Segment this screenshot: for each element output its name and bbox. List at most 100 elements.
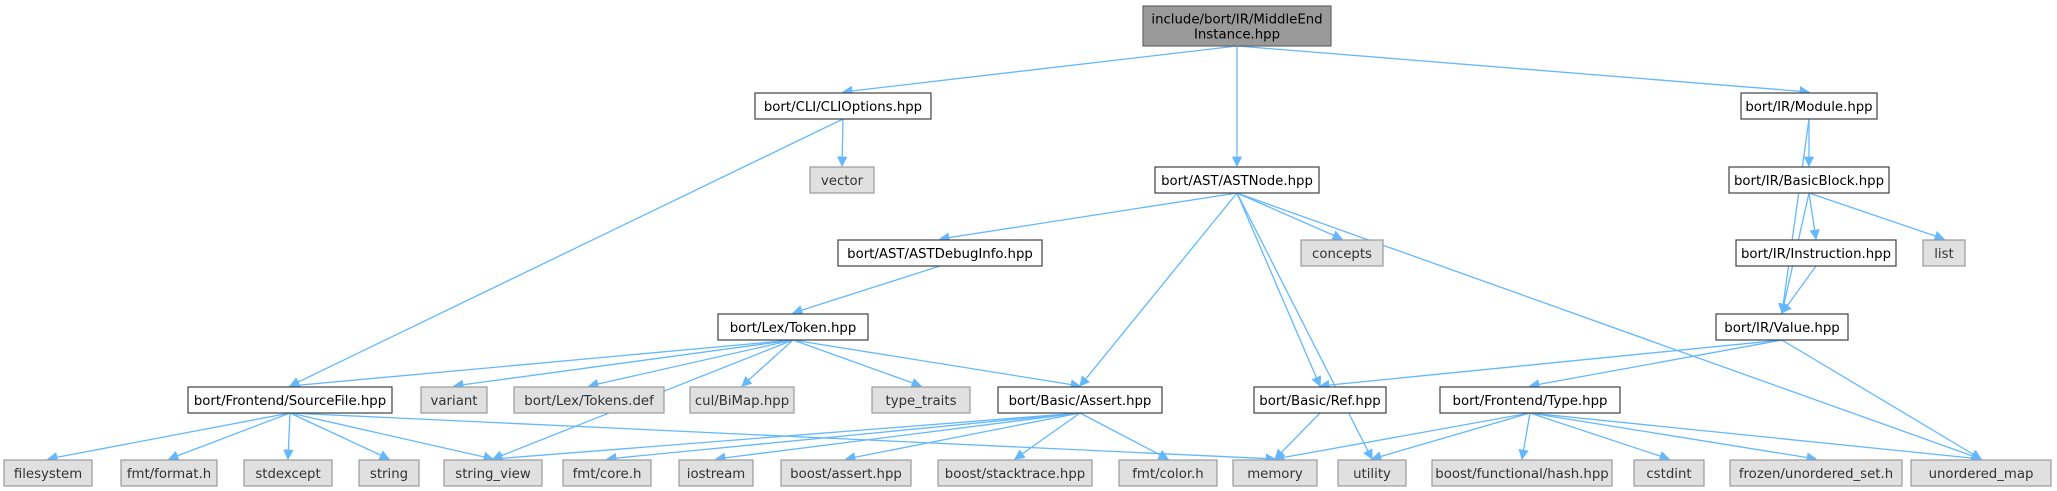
edge-token-to-typetraits <box>792 339 922 388</box>
node-label-root: Instance.hpp <box>1194 28 1280 43</box>
node-label-iostream: iostream <box>687 467 745 482</box>
node-box-root <box>1142 5 1332 47</box>
edge-astnode-to-assert <box>1079 192 1238 387</box>
edge-value-to-unorderedmap <box>1781 339 1982 460</box>
node-box-utility <box>1337 459 1407 487</box>
edge-astnode-to-concepts <box>1236 192 1343 241</box>
node-label-concepts: concepts <box>1312 247 1372 262</box>
node-box-variant <box>420 386 488 414</box>
node-astnode[interactable]: bort/AST/ASTNode.hpp <box>1154 166 1320 194</box>
node-box-vector <box>809 166 875 194</box>
node-ref[interactable]: bort/Basic/Ref.hpp <box>1253 386 1387 414</box>
node-label-basicblock: bort/IR/BasicBlock.hpp <box>1734 174 1884 189</box>
node-instruction[interactable]: bort/IR/Instruction.hpp <box>1735 239 1897 267</box>
edge-instruction-to-value <box>1781 265 1817 314</box>
node-token[interactable]: bort/Lex/Token.hpp <box>717 313 869 341</box>
node-label-typetraits: type_traits <box>885 394 956 409</box>
node-label-boostassert: boost/assert.hpp <box>790 467 902 482</box>
node-box-fmtformat <box>120 459 218 487</box>
edge-token-to-assert <box>792 339 1082 390</box>
edge-clioptions-to-vector <box>837 118 848 168</box>
node-box-instruction <box>1735 239 1897 267</box>
edge-astdebuginfo-to-token <box>792 265 941 316</box>
edge-sourcefile-to-fmtformat <box>168 412 291 461</box>
edge-type-to-unorderedmap <box>1529 412 1983 464</box>
node-label-filesystem: filesystem <box>14 467 82 482</box>
edge-token-to-variant <box>452 339 794 390</box>
edge-ref-to-memory <box>1274 412 1321 460</box>
node-label-unorderedmap: unordered_map <box>1929 467 2034 482</box>
node-label-frozenset: frozen/unordered_set.h <box>1739 467 1893 482</box>
edge-type-to-cstdint <box>1529 412 1670 461</box>
edge-assert-to-stringview <box>491 412 1081 464</box>
node-label-assert: bort/Basic/Assert.hpp <box>1009 394 1152 409</box>
node-astdebuginfo[interactable]: bort/AST/ASTDebugInfo.hpp <box>837 239 1043 267</box>
edge-module-to-value <box>1778 118 1810 315</box>
node-box-astnode <box>1154 166 1320 194</box>
node-box-astdebuginfo <box>837 239 1043 267</box>
node-box-filesystem <box>3 459 93 487</box>
node-label-value: bort/IR/Value.hpp <box>1724 321 1839 336</box>
edge-value-to-ref <box>1318 339 1783 391</box>
node-label-stringview: string_view <box>455 467 531 482</box>
node-booststacktrace: boost/stacktrace.hpp <box>937 459 1093 487</box>
node-module[interactable]: bort/IR/Module.hpp <box>1740 92 1878 120</box>
node-value[interactable]: bort/IR/Value.hpp <box>1715 313 1849 341</box>
node-label-list: list <box>1934 247 1954 262</box>
node-label-string: string <box>370 467 408 482</box>
node-string: string <box>358 459 420 487</box>
node-box-stringview <box>443 459 543 487</box>
node-label-token: bort/Lex/Token.hpp <box>730 321 857 336</box>
edge-astnode-to-ref <box>1236 192 1322 387</box>
node-boosthash: boost/functional/hash.hpp <box>1431 459 1613 487</box>
node-box-cstdint <box>1633 459 1705 487</box>
node-box-tokensdef <box>513 386 665 414</box>
node-cstdint: cstdint <box>1633 459 1705 487</box>
node-memory: memory <box>1232 459 1318 487</box>
edge-basicblock-to-instruction <box>1808 192 1820 241</box>
node-fmtcore: fmt/core.h <box>562 459 652 487</box>
edge-token-to-sourcefile <box>288 339 794 391</box>
edge-root-to-clioptions <box>841 45 1238 97</box>
node-box-iostream <box>678 459 754 487</box>
node-frozenset: frozen/unordered_set.h <box>1729 459 1903 487</box>
node-box-fmtcolor <box>1118 459 1218 487</box>
node-iostream: iostream <box>678 459 754 487</box>
node-box-memory <box>1232 459 1318 487</box>
node-clioptions[interactable]: bort/CLI/CLIOptions.hpp <box>754 92 932 120</box>
node-label-bimap: cul/BiMap.hpp <box>695 394 789 409</box>
edge-token-to-bimap <box>741 339 794 387</box>
node-typetraits: type_traits <box>871 386 971 414</box>
node-box-stdexcept <box>243 459 333 487</box>
node-list: list <box>1922 239 1966 267</box>
edge-assert-to-iostream <box>714 412 1081 463</box>
node-label-booststacktrace: boost/stacktrace.hpp <box>945 467 1086 482</box>
node-label-tokensdef: bort/Lex/Tokens.def <box>524 394 654 409</box>
node-label-fmtcore: fmt/core.h <box>573 467 642 482</box>
node-label-fmtformat: fmt/format.h <box>127 467 211 482</box>
node-label-cstdint: cstdint <box>1646 467 1691 482</box>
edge-assert-to-booststacktrace <box>1014 412 1081 460</box>
edge-assert-to-fmtcolor <box>1079 412 1169 460</box>
node-label-stdexcept: stdexcept <box>255 467 320 482</box>
node-basicblock[interactable]: bort/IR/BasicBlock.hpp <box>1728 166 1890 194</box>
node-label-boosthash: boost/functional/hash.hpp <box>1435 467 1608 482</box>
node-box-unorderedmap <box>1910 459 2052 487</box>
node-bimap: cul/BiMap.hpp <box>689 386 795 414</box>
node-sourcefile[interactable]: bort/Frontend/SourceFile.hpp <box>187 386 393 414</box>
node-box-booststacktrace <box>937 459 1093 487</box>
edge-type-to-frozenset <box>1529 412 1818 463</box>
edge-astnode-to-unorderedmap <box>1236 192 1982 461</box>
node-label-memory: memory <box>1247 467 1303 482</box>
node-box-boostassert <box>780 459 912 487</box>
edge-type-to-boosthash <box>1518 412 1531 461</box>
edge-value-to-type <box>1528 339 1783 390</box>
node-fmtcolor: fmt/color.h <box>1118 459 1218 487</box>
node-assert[interactable]: bort/Basic/Assert.hpp <box>997 386 1163 414</box>
edge-assert-to-boostassert <box>844 412 1081 463</box>
node-type[interactable]: bort/Frontend/Type.hpp <box>1439 386 1621 414</box>
node-box-typetraits <box>871 386 971 414</box>
node-box-boosthash <box>1431 459 1613 487</box>
